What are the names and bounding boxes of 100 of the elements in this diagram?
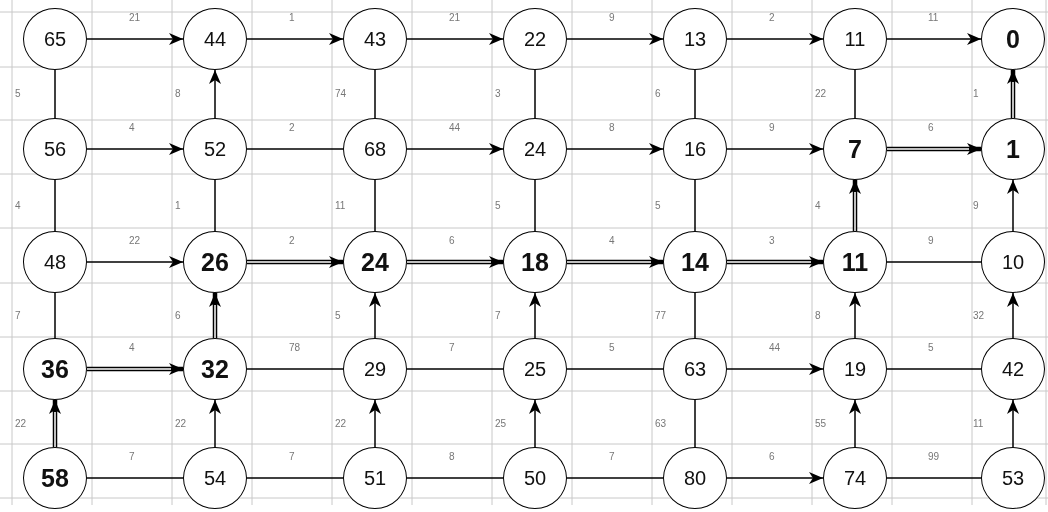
arrow (886, 33, 982, 45)
edge-label: 9 (769, 122, 775, 134)
connector-line (694, 399, 696, 448)
arrow (566, 33, 664, 45)
node-circle: 58 (23, 447, 87, 509)
edge-label: 8 (175, 88, 181, 100)
connector-line (246, 148, 344, 150)
node-circle: 80 (663, 447, 727, 509)
connector-line (854, 69, 856, 119)
edge-label: 21 (449, 12, 461, 24)
edge-label: 2 (769, 12, 775, 24)
double-arrow (887, 143, 981, 155)
node-circle: 51 (343, 447, 407, 509)
edge-label: 4 (815, 199, 821, 212)
double-arrow (849, 180, 861, 231)
edge-label: 7 (289, 451, 295, 463)
node-circle: 16 (663, 118, 727, 180)
arrow (246, 33, 344, 45)
connector-line (246, 477, 344, 479)
node-circle: 44 (183, 8, 247, 70)
node-circle: 53 (981, 447, 1045, 509)
double-arrow (209, 293, 221, 338)
edge-label: 1 (175, 199, 181, 212)
double-arrow (567, 256, 663, 268)
connector-line (406, 477, 504, 479)
connector-line (694, 69, 696, 119)
edge-label: 22 (175, 417, 187, 430)
node-circle: 18 (503, 231, 567, 293)
edge-label: 55 (815, 417, 827, 430)
edge-label: 8 (449, 451, 455, 463)
arrow (1007, 399, 1019, 448)
edge-label: 22 (815, 88, 827, 100)
arrow (726, 33, 824, 45)
node-circle: 65 (23, 8, 87, 70)
arrow (1007, 292, 1019, 339)
arrow (726, 472, 824, 484)
connector-line (86, 477, 184, 479)
edge-label: 5 (495, 199, 501, 212)
node-circle: 0 (981, 8, 1045, 70)
arrow (369, 399, 381, 448)
connector-line (886, 368, 982, 370)
connector-line (534, 179, 536, 232)
connector-line (214, 179, 216, 232)
connector-line (406, 368, 504, 370)
edge-label: 3 (495, 88, 501, 100)
double-arrow (247, 256, 343, 268)
edge-label: 5 (609, 342, 615, 354)
edge-label: 8 (609, 122, 615, 134)
arrow (1007, 179, 1019, 232)
node-circle: 13 (663, 8, 727, 70)
edge-label: 22 (335, 417, 347, 430)
node-circle: 56 (23, 118, 87, 180)
edge-label: 99 (928, 451, 940, 463)
double-arrow (49, 400, 61, 447)
edge-label: 21 (129, 12, 141, 24)
connector-line (374, 179, 376, 232)
edge-label: 7 (609, 451, 615, 463)
connector-line (54, 179, 56, 232)
edge-label: 9 (609, 12, 615, 24)
node-circle: 43 (343, 8, 407, 70)
connector-line (886, 261, 982, 263)
edge-label: 44 (769, 342, 781, 354)
edge-label: 5 (928, 342, 934, 354)
node-circle: 48 (23, 231, 87, 293)
arrow (369, 292, 381, 339)
arrow (86, 33, 184, 45)
node-circle: 36 (23, 338, 87, 400)
node-circle: 1 (981, 118, 1045, 180)
double-arrow (1007, 70, 1019, 118)
node-circle: 24 (503, 118, 567, 180)
edge-label: 77 (655, 309, 667, 322)
edge-label: 11 (973, 417, 984, 430)
node-circle: 19 (823, 338, 887, 400)
connector-line (694, 292, 696, 339)
edge-label: 6 (769, 451, 775, 463)
node-circle: 54 (183, 447, 247, 509)
node-circle: 68 (343, 118, 407, 180)
edge-label: 4 (609, 235, 615, 247)
edge-label: 7 (449, 342, 455, 354)
node-circle: 50 (503, 447, 567, 509)
edge-label: 11 (928, 12, 939, 24)
node-circle: 29 (343, 338, 407, 400)
edge-label: 5 (15, 88, 21, 100)
arrow (209, 399, 221, 448)
node-circle: 10 (981, 231, 1045, 293)
arrow (86, 256, 184, 268)
edge-label: 5 (335, 309, 341, 322)
double-arrow (727, 256, 823, 268)
node-circle: 11 (823, 231, 887, 293)
connector-line (374, 69, 376, 119)
edge-label: 11 (335, 199, 346, 212)
edge-label: 6 (175, 309, 181, 322)
edge-label: 6 (928, 122, 934, 134)
arrow (849, 292, 861, 339)
connector-line (694, 179, 696, 232)
node-circle: 7 (823, 118, 887, 180)
node-circle: 25 (503, 338, 567, 400)
edge-label: 44 (449, 122, 461, 134)
edge-label: 3 (769, 235, 775, 247)
edge-label: 9 (928, 235, 934, 247)
